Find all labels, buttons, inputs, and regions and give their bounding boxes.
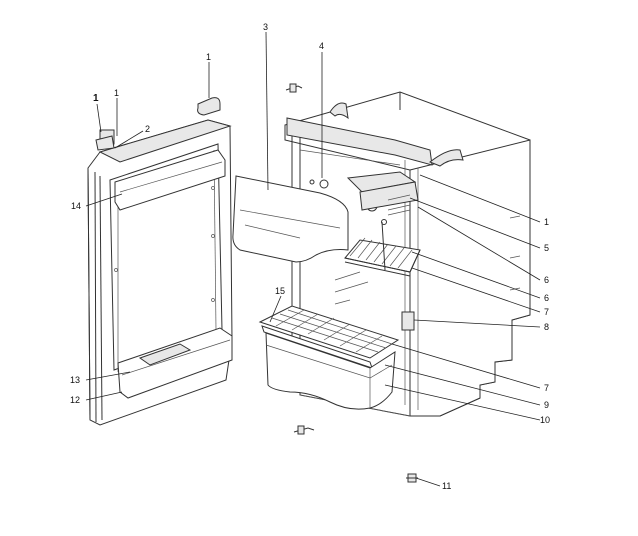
callout-1-hinge: 1	[206, 52, 211, 62]
callout-13: 13	[70, 375, 80, 385]
callout-7-b: 7	[544, 383, 549, 393]
leader-lines	[85, 31, 541, 487]
callout-1-door-top-b: 1	[114, 88, 119, 98]
hinge-pin-bottom	[293, 425, 315, 435]
callout-12: 12	[70, 395, 80, 405]
refrigerator-door	[87, 119, 233, 426]
callout-2: 2	[145, 124, 150, 134]
hinge-pin-top	[285, 83, 303, 93]
callout-15: 15	[275, 286, 285, 296]
callout-14: 14	[71, 201, 81, 211]
callout-9: 9	[544, 400, 549, 410]
callout-5: 5	[544, 243, 549, 253]
callout-3: 3	[263, 22, 268, 32]
wire-shelf-upper	[344, 219, 421, 277]
callout-10: 10	[540, 415, 550, 425]
callout-4: 4	[319, 41, 324, 51]
callout-1-door-top: 1	[93, 93, 99, 104]
callout-11: 11	[442, 481, 451, 491]
hinge-top	[197, 97, 221, 116]
callout-6-a: 6	[544, 275, 549, 285]
callout-8: 8	[544, 322, 549, 332]
callout-1-right: 1	[544, 217, 549, 227]
freezer-flap-panel	[232, 175, 349, 263]
crisper-and-glass-shelf	[258, 305, 400, 410]
callout-6-b: 6	[544, 293, 549, 303]
callout-labels: 1 1 1 2 3 4 14 13 12 15 1 5 6 6 7 8 7 9 …	[70, 22, 550, 491]
callout-7-a: 7	[544, 307, 549, 317]
cabinet	[284, 91, 531, 417]
